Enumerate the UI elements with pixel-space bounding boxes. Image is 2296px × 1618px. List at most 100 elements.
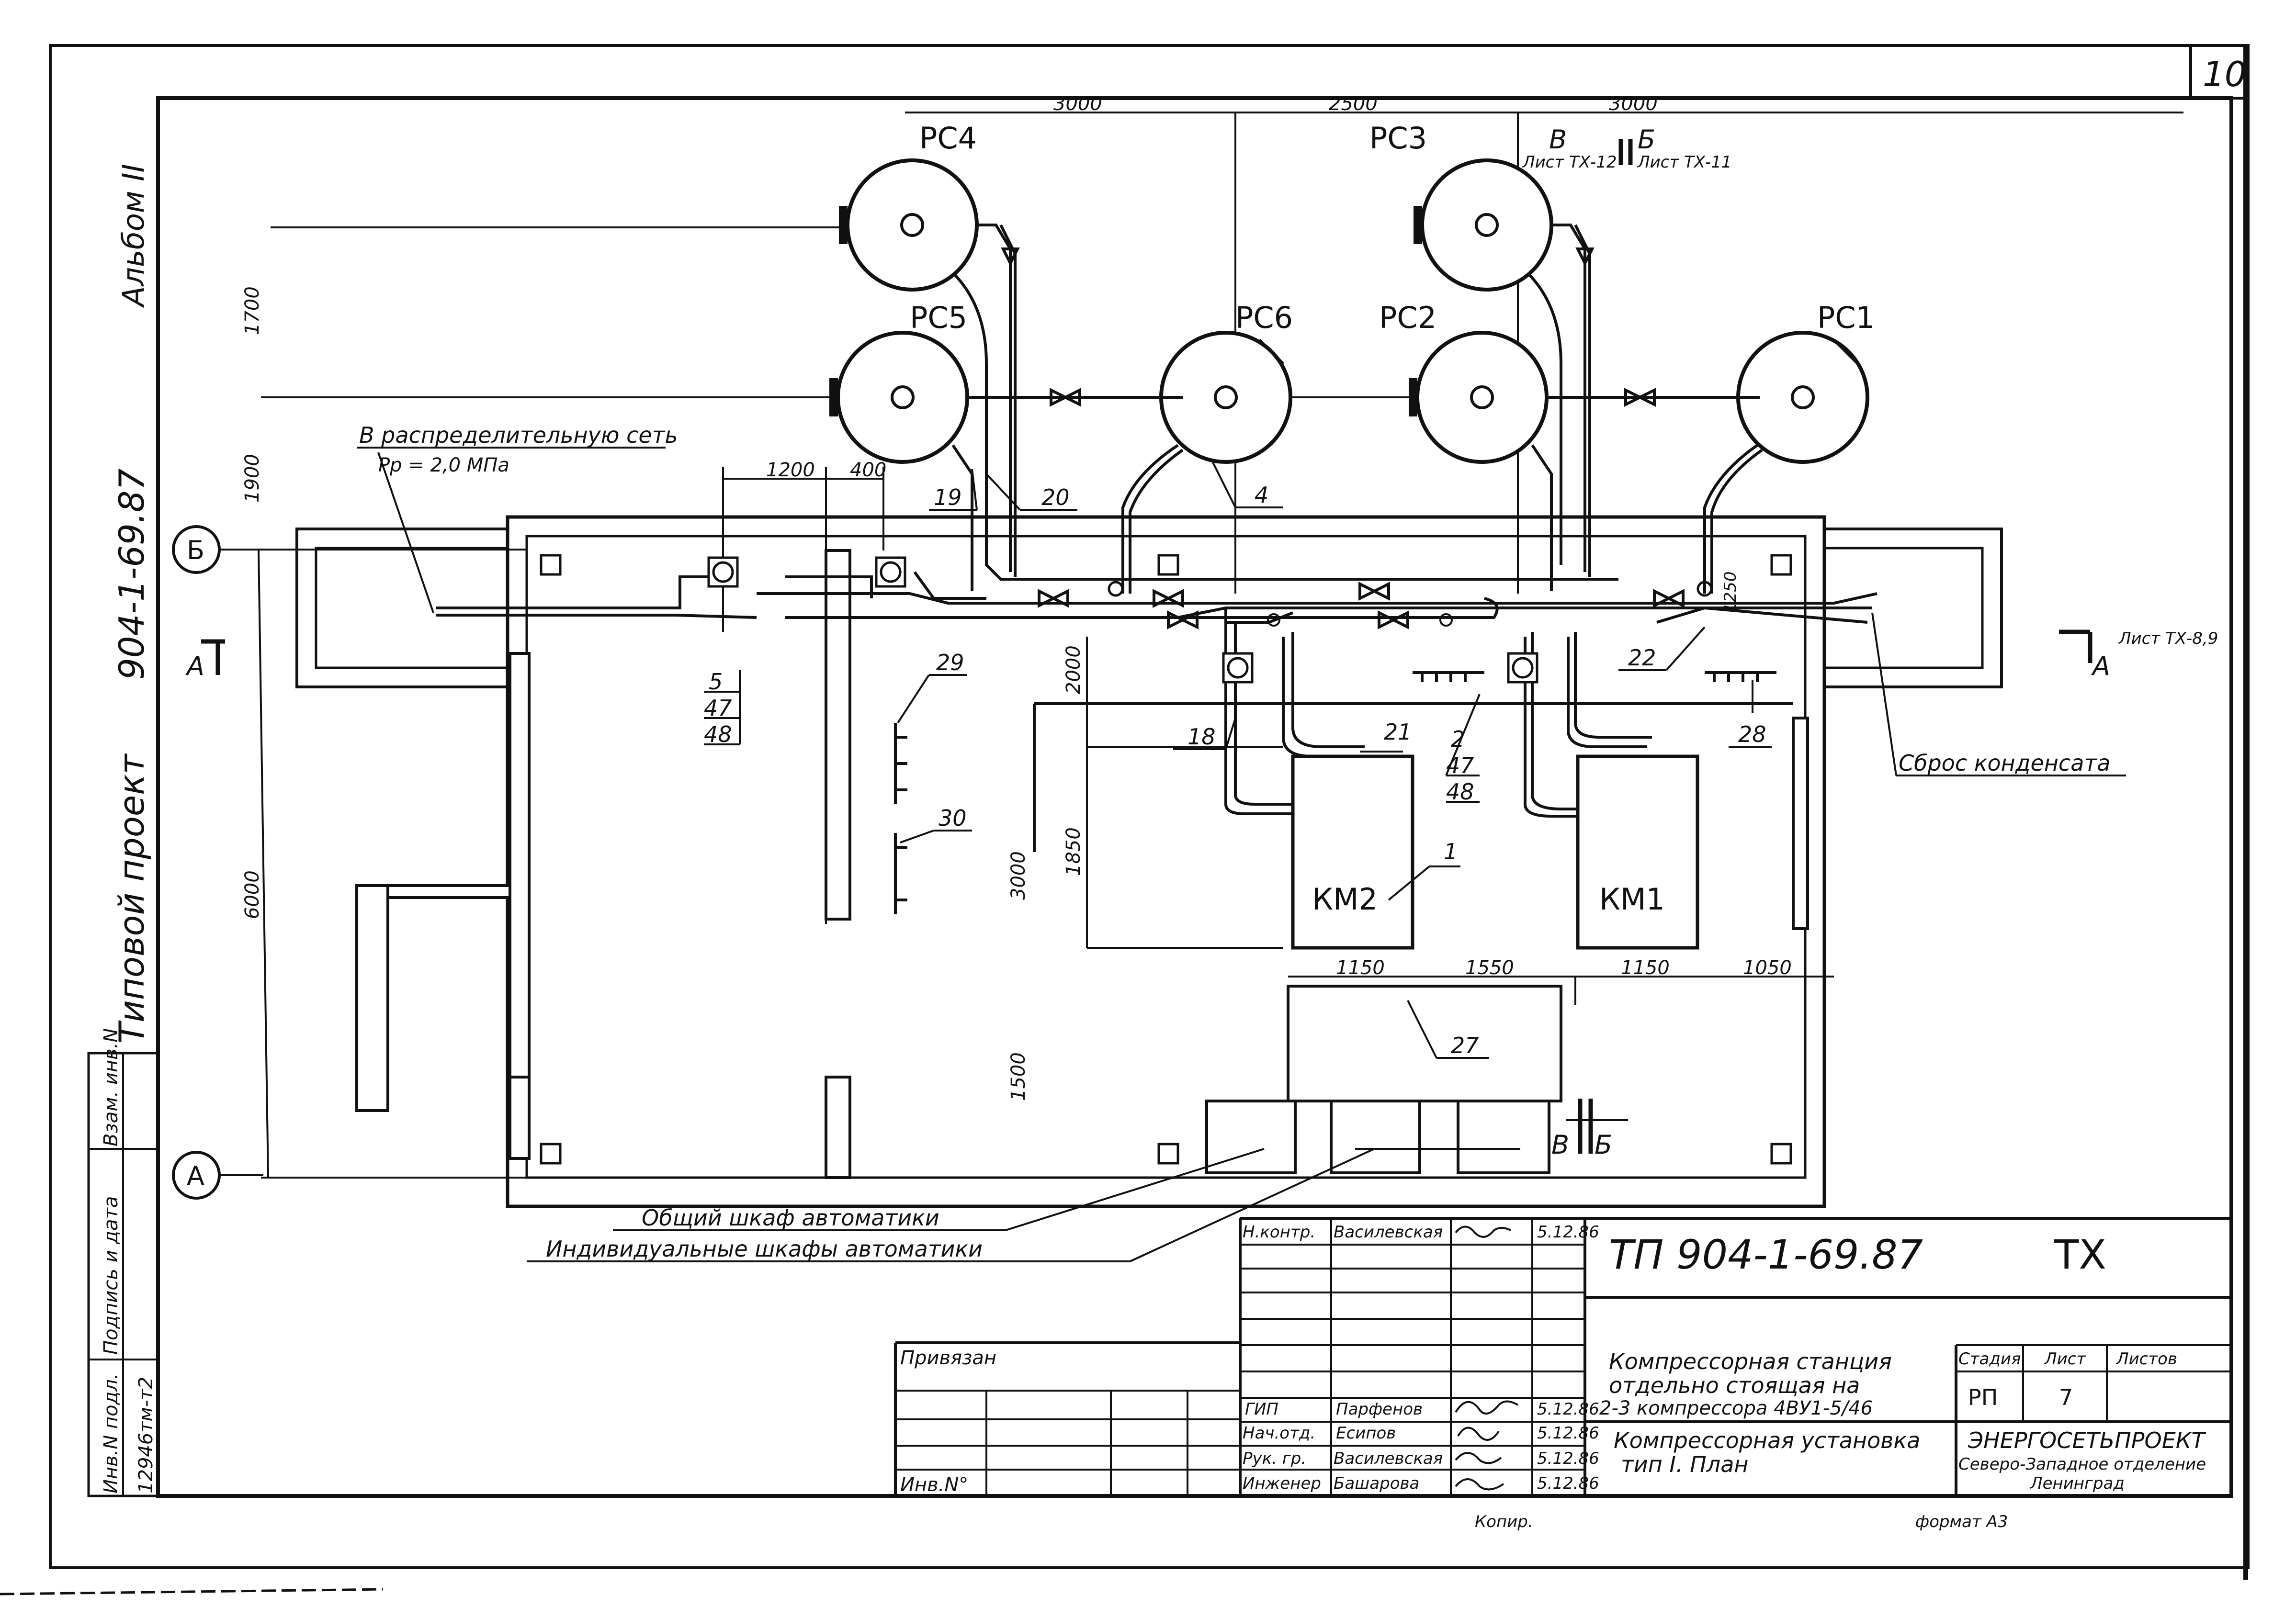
section-vb-b: Б	[1638, 124, 1655, 155]
compressor-km2	[1291, 754, 1414, 950]
margin-album: Альбом II	[116, 164, 151, 308]
tb-privyazan: Привязан	[900, 1347, 996, 1369]
dim-top-1: 3000	[1053, 93, 1102, 115]
note-condensate: Сброс конденсата	[1899, 750, 2110, 776]
dim-left-3: 6000	[241, 870, 263, 919]
callout-28: 28	[1738, 721, 1766, 747]
dim-int-5: 1250	[1721, 571, 1740, 613]
tb-role-0: Н.контр.	[1243, 1223, 1315, 1242]
note-network: В распределительную сеть	[359, 422, 678, 448]
section-vb-v: В	[1549, 124, 1567, 155]
callout-2-47: 47	[1446, 753, 1474, 778]
tb-name-2: Есипов	[1336, 1424, 1396, 1443]
receiver-rs6-label: РС6	[1235, 300, 1293, 335]
tb-org-1: Северо-Западное отделение	[1958, 1455, 2206, 1474]
dim-bottom-3: 1150	[1621, 957, 1670, 979]
section-vb-ref-v: Лист ТХ-12	[1522, 153, 1617, 172]
bottom-dashed-line	[0, 1588, 384, 1596]
sheet-number-box	[2189, 44, 2247, 100]
receiver-rs4-label: РС4	[919, 121, 977, 156]
margin-podpis: Подпись и дата	[100, 1196, 122, 1355]
note-common-cabinet: Общий шкаф автоматики	[642, 1205, 939, 1231]
compressor-km1-label: КМ1	[1599, 882, 1665, 917]
callout-29: 29	[936, 650, 964, 675]
dim-bottom-1: 1150	[1336, 957, 1385, 979]
tb-org-0: ЭНЕРГОСЕТЬПРОЕКТ	[1968, 1427, 2206, 1453]
callout-30: 30	[939, 805, 967, 831]
dim-pipe-1: 1200	[766, 459, 815, 481]
inner-frame	[156, 96, 2233, 1498]
tb-desc2-line1: Компрессорная установка	[1614, 1427, 1920, 1453]
callout-20: 20	[1041, 484, 1070, 510]
tb-role-4: Инженер	[1243, 1474, 1321, 1493]
dim-int-4: 1500	[1007, 1052, 1029, 1101]
axis-a-label: А	[187, 1161, 204, 1191]
margin-project: 904-1-69.87	[112, 468, 152, 680]
section-a-right: А	[2091, 651, 2110, 681]
section-vb-bottom-v: В	[1551, 1130, 1569, 1160]
tb-mark: ТХ	[2054, 1231, 2106, 1278]
section-vb-ref-b: Лист ТХ-11	[1637, 153, 1732, 172]
tb-inv-no: Инв.N°	[900, 1474, 968, 1496]
note-pressure: Pр = 2,0 МПа	[378, 454, 509, 476]
compressor-km1	[1576, 754, 1699, 950]
tb-kopir: Копир.	[1475, 1512, 1533, 1531]
individual-cabinet-1	[1330, 1100, 1421, 1174]
dim-bottom-4: 1050	[1743, 957, 1792, 979]
callout-5-47: 47	[704, 695, 732, 721]
individual-cabinet-2	[1457, 1100, 1550, 1174]
tb-org-2: Ленинград	[2029, 1474, 2125, 1493]
tb-format: формат А3	[1915, 1512, 2008, 1531]
tb-date-0: 5.12.86	[1537, 1223, 1599, 1242]
tb-desc1-line3: 2-3 компрессора 4ВУ1-5/46	[1599, 1397, 1873, 1419]
dim-top-3: 3000	[1609, 93, 1658, 115]
tb-name-3: Василевская	[1334, 1449, 1443, 1468]
dim-left-1: 1700	[241, 286, 263, 335]
callout-22: 22	[1628, 645, 1656, 671]
note-individual-cabinets: Индивидуальные шкафы автоматики	[546, 1236, 983, 1262]
tb-desc1-line2: отдельно стоящая на	[1609, 1372, 1860, 1398]
building-outer-wall	[506, 515, 1826, 1208]
sheet-corner-number: 10	[2203, 54, 2247, 94]
tb-name-1: Парфенов	[1336, 1400, 1423, 1419]
section-a-left: А	[185, 651, 204, 681]
callout-18: 18	[1188, 724, 1216, 750]
tb-date-1: 5.12.86	[1537, 1400, 1599, 1419]
outer-border	[49, 44, 2250, 1569]
callout-4: 4	[1255, 482, 1268, 508]
tb-sheet-h: Лист	[2044, 1349, 2086, 1369]
axis-b-label: Б	[187, 535, 204, 565]
callout-5-48: 48	[704, 721, 732, 747]
dim-left-2: 1900	[241, 454, 263, 503]
dim-pipe-2: 400	[850, 459, 886, 481]
tb-date-4: 5.12.86	[1537, 1474, 1599, 1493]
dim-top-2: 2500	[1329, 93, 1378, 115]
tb-code: ТП 904-1-69.87	[1609, 1231, 1923, 1278]
section-vb-bottom-b: Б	[1595, 1130, 1612, 1160]
tb-name-0: Василевская	[1334, 1223, 1443, 1242]
tb-date-3: 5.12.86	[1537, 1449, 1599, 1468]
receiver-rs2-label: РС2	[1379, 300, 1436, 335]
tb-role-2: Нач.отд.	[1243, 1424, 1315, 1443]
margin-inv-value: 12946тм-т2	[135, 1377, 157, 1494]
callout-5: 5	[709, 669, 723, 695]
dim-int-2: 1850	[1063, 827, 1085, 876]
dim-int-3: 3000	[1007, 851, 1029, 900]
callout-2: 2	[1451, 726, 1465, 752]
section-ref-right: Лист ТХ-8,9	[2118, 629, 2218, 648]
receiver-rs1-label: РС1	[1817, 300, 1875, 335]
callout-19: 19	[934, 484, 962, 510]
margin-vzam: Взам. инв.N	[100, 1028, 122, 1146]
margin-typical: Типовой проект	[112, 753, 152, 1044]
tb-stage-h: Стадия	[1958, 1349, 2021, 1369]
receiver-rs4	[839, 158, 979, 292]
callout-1: 1	[1444, 839, 1458, 865]
receiver-rs6	[1159, 331, 1292, 464]
common-cabinet	[1205, 1100, 1297, 1174]
margin-inv-podl: Инв.N подл.	[100, 1373, 122, 1494]
tb-desc1-line1: Компрессорная станция	[1609, 1348, 1892, 1374]
tb-sheets-h: Листов	[2115, 1349, 2177, 1369]
tb-stage: РП	[1968, 1384, 1998, 1410]
signature-marks	[1455, 1225, 1519, 1491]
